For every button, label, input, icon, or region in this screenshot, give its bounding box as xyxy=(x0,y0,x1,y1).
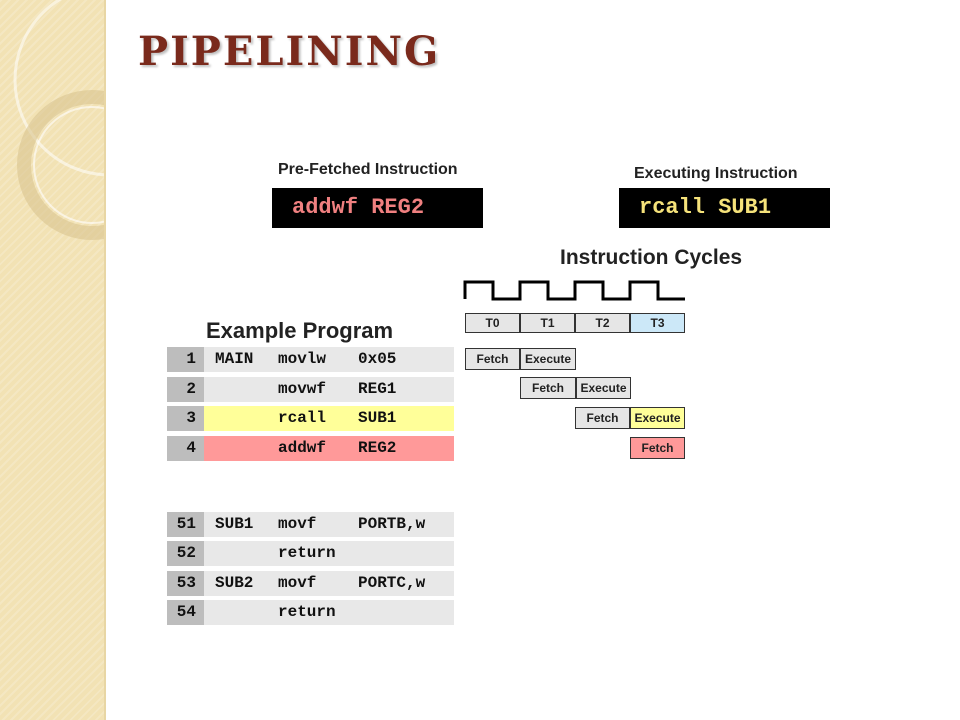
line-operand: PORTB,w xyxy=(358,515,426,533)
cycle-label-t0: T0 xyxy=(465,313,520,333)
line-number: 53 xyxy=(167,571,204,596)
line-label: SUB2 xyxy=(215,574,254,592)
pipeline-fetch-2: Fetch xyxy=(520,377,576,399)
subroutine-line: 52 return xyxy=(167,541,454,566)
decorative-side-band xyxy=(0,0,106,720)
program-line-prefetched: 4 addwf REG2 xyxy=(167,436,454,461)
line-operand: REG2 xyxy=(358,439,397,457)
line-number: 54 xyxy=(167,600,204,625)
pipeline-fetch-4: Fetch xyxy=(630,437,685,459)
subroutine-line: 53 SUB2 movf PORTC,w xyxy=(167,571,454,596)
executing-instruction-box: rcall SUB1 xyxy=(619,188,830,228)
subroutine-line: 54 return xyxy=(167,600,454,625)
pipeline-fetch-1: Fetch xyxy=(465,348,520,370)
pipeline-execute-1: Execute xyxy=(520,348,576,370)
decorative-circles-icon xyxy=(13,0,104,240)
line-opcode: rcall xyxy=(278,409,327,427)
line-number: 51 xyxy=(167,512,204,537)
line-number: 52 xyxy=(167,541,204,566)
line-number: 4 xyxy=(167,436,204,461)
pipeline-fetch-3: Fetch xyxy=(575,407,630,429)
line-opcode: movlw xyxy=(278,350,327,368)
example-program-title: Example Program xyxy=(206,318,394,343)
line-number: 1 xyxy=(167,347,204,372)
line-number: 2 xyxy=(167,377,204,402)
cycle-label-t2: T2 xyxy=(575,313,630,333)
subroutine-line: 51 SUB1 movf PORTB,w xyxy=(167,512,454,537)
program-line: 2 movwf REG1 xyxy=(167,377,454,402)
line-operand: PORTC,w xyxy=(358,574,426,592)
line-opcode: movf xyxy=(278,515,317,533)
executing-instruction-caption: Executing Instruction xyxy=(634,165,798,182)
line-operand: REG1 xyxy=(358,380,397,398)
line-label: SUB1 xyxy=(215,515,254,533)
pipeline-execute-3: Execute xyxy=(630,407,685,429)
clock-waveform xyxy=(463,280,685,301)
line-opcode: addwf xyxy=(278,439,327,457)
line-number: 3 xyxy=(167,406,204,431)
cycle-label-t3: T3 xyxy=(630,313,685,333)
line-operand: 0x05 xyxy=(358,350,397,368)
program-line-executing: 3 rcall SUB1 xyxy=(167,406,454,431)
line-opcode: movf xyxy=(278,574,317,592)
pipeline-execute-2: Execute xyxy=(576,377,631,399)
line-opcode: movwf xyxy=(278,380,327,398)
line-operand: SUB1 xyxy=(358,409,397,427)
slide-title: PIPELINING xyxy=(138,28,441,75)
prefetched-instruction-caption: Pre-Fetched Instruction xyxy=(278,161,458,178)
line-opcode: return xyxy=(278,544,336,562)
line-label: MAIN xyxy=(215,350,254,368)
line-opcode: return xyxy=(278,603,336,621)
program-line: 1 MAIN movlw 0x05 xyxy=(167,347,454,372)
prefetched-instruction-box: addwf REG2 xyxy=(272,188,483,228)
cycle-label-t1: T1 xyxy=(520,313,575,333)
instruction-cycles-title: Instruction Cycles xyxy=(560,246,743,269)
